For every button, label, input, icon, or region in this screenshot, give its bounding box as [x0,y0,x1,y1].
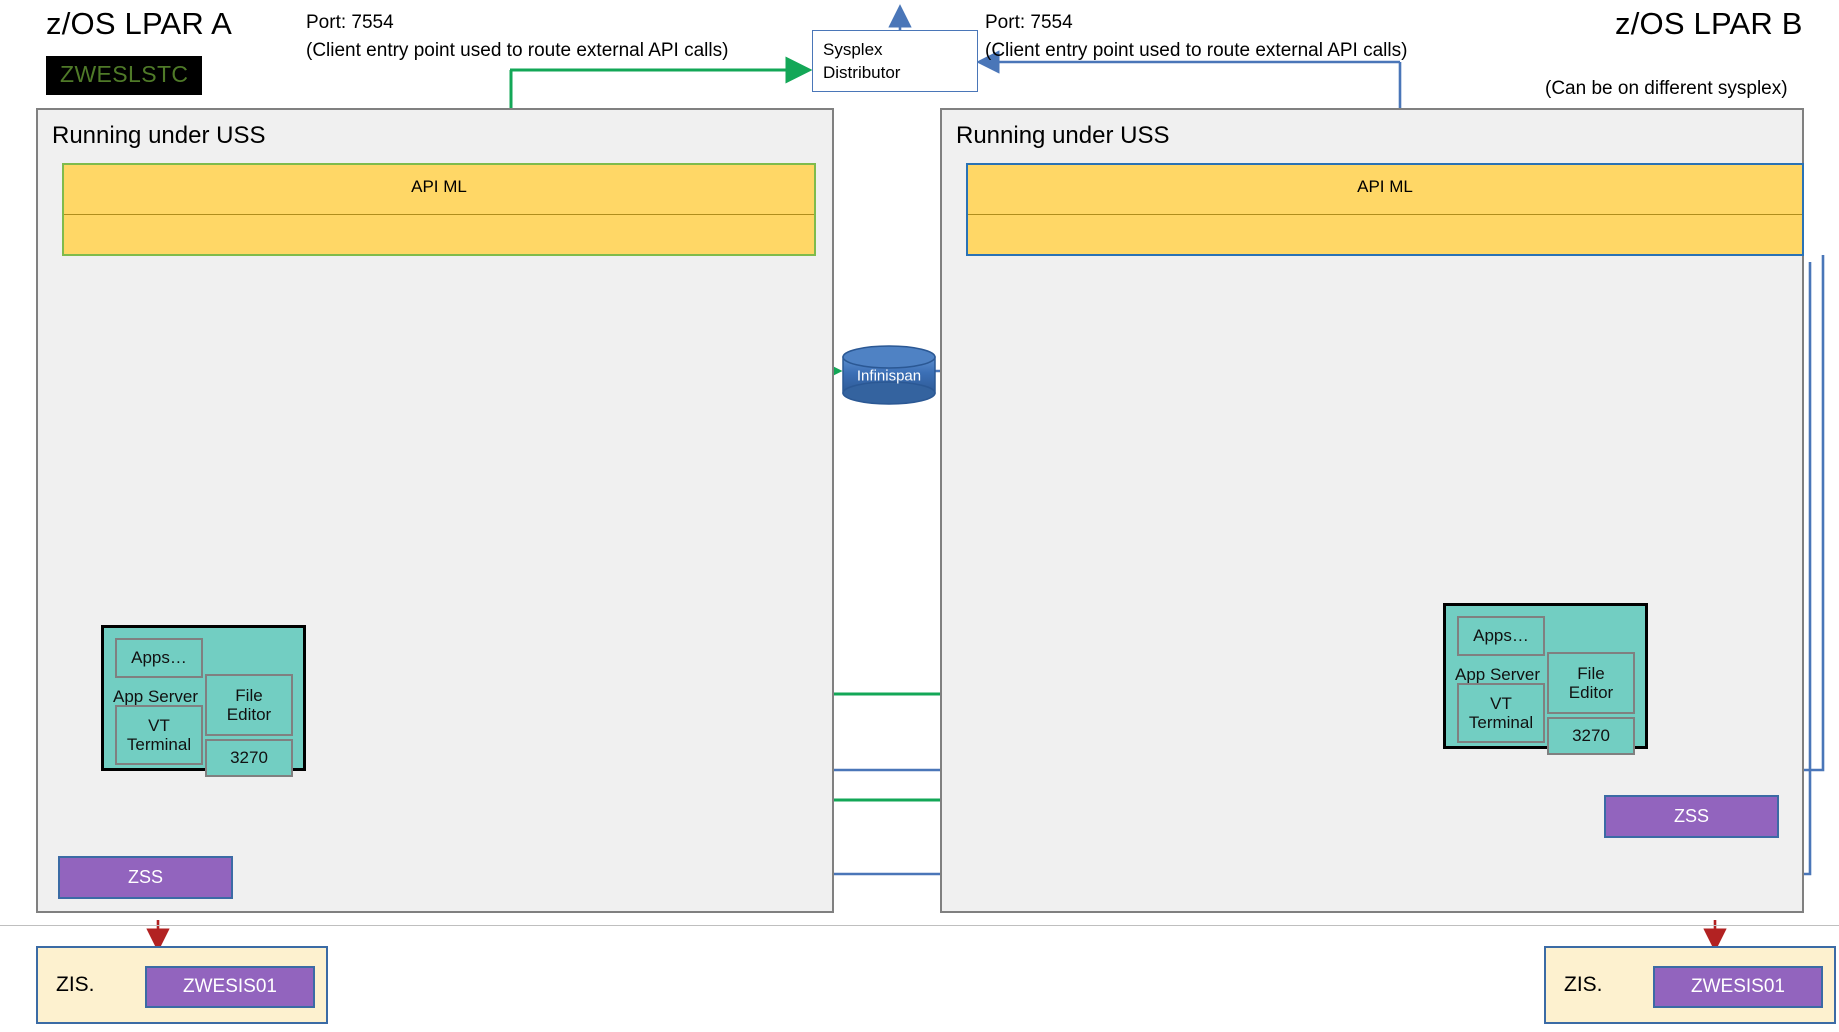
lpar-b-subtitle: (Can be on different sysplex) [1545,78,1788,99]
bottom-divider [0,925,1839,926]
lpar-a-title: z/OS LPAR A [46,6,232,41]
file-editor-left-line2: Editor [226,705,272,724]
apiml-left-label: API ML [411,177,467,196]
zss-right-label: ZSS [1673,806,1709,826]
apiml-left[interactable]: API ML [62,163,816,256]
vt-terminal-right-line1: VT [1490,693,1512,713]
app-server-right-file-editor[interactable]: File Editor [1547,652,1635,714]
port-note-right-line2: (Client entry point used to route extern… [985,40,1408,61]
file-editor-right-line1: File [1577,663,1605,683]
file-editor-left-line1: File [235,685,263,705]
vt-terminal-right-line2: Terminal [1468,713,1534,732]
uss-right-label: Running under USS [956,122,1170,149]
zis-right[interactable]: ZIS. ZWESIS01 [1544,946,1836,1024]
zis-left[interactable]: ZIS. ZWESIS01 [36,946,328,1024]
port-note-right-line1: Port: 7554 [985,12,1073,33]
port-note-left-line2: (Client entry point used to route extern… [306,40,729,61]
app-server-right[interactable]: App Server Apps… File Editor VT Terminal… [1443,603,1648,755]
vt-terminal-left-line1: VT [148,715,170,735]
sysplex-distributor-label-line1: Sysplex [823,40,883,59]
zis-right-zwesis01[interactable]: ZWESIS01 [1653,966,1823,1008]
app-server-left-file-editor[interactable]: File Editor [205,674,293,736]
app-server-left-vt-terminal[interactable]: VT Terminal [115,705,203,765]
sysplex-distributor-label-line2: Distributor [823,62,901,82]
app-server-left-label: App Server [113,687,199,706]
zss-right[interactable]: ZSS [1604,795,1779,838]
app-server-right-vt-terminal[interactable]: VT Terminal [1457,683,1545,743]
zss-left[interactable]: ZSS [58,856,233,899]
app-server-right-apps[interactable]: Apps… [1457,616,1545,656]
uss-left-label: Running under USS [52,122,266,149]
apiml-right-label: API ML [1357,177,1413,196]
port-note-left-line1: Port: 7554 [306,12,394,33]
zis-left-label: ZIS. [56,973,95,996]
zss-left-label: ZSS [127,867,163,887]
zweslstc-console-chip: ZWESLSTC [46,56,203,95]
lpar-b-title: z/OS LPAR B [1615,6,1803,41]
infinispan-label: Infinispan [856,367,922,385]
apiml-right[interactable]: API ML [966,163,1804,256]
infinispan-node[interactable]: Infinispan [843,357,935,393]
zis-left-zwesis01[interactable]: ZWESIS01 [145,966,315,1008]
apiml-right-divider [968,214,1802,215]
app-server-right-label: App Server [1455,665,1541,684]
app-server-left[interactable]: App Server Apps… File Editor VT Terminal… [101,625,306,777]
file-editor-right-line2: Editor [1568,683,1614,702]
zis-right-label: ZIS. [1564,973,1603,996]
app-server-left-apps[interactable]: Apps… [115,638,203,678]
app-server-left-tn3270[interactable]: 3270 [205,739,293,777]
sysplex-distributor-box[interactable]: Sysplex Distributor [812,30,978,92]
app-server-right-tn3270[interactable]: 3270 [1547,717,1635,755]
apiml-left-divider [64,214,814,215]
vt-terminal-left-line2: Terminal [126,735,192,754]
